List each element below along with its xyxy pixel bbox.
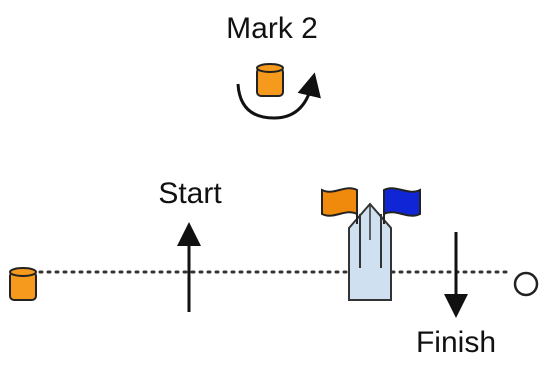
start-label: Start: [158, 177, 222, 210]
committee-boat-icon: [348, 202, 392, 301]
mark-2-label: Mark 2: [226, 12, 318, 45]
blue-flag-icon: [383, 187, 421, 224]
orange-flag-icon: [321, 187, 358, 224]
rounding-arrow-icon: [236, 72, 321, 120]
mark-2-buoy-icon: [256, 63, 284, 97]
left-pin-buoy-icon: [9, 267, 37, 301]
finish-label: Finish: [416, 326, 496, 359]
right-pin-buoy-icon: [513, 271, 539, 297]
